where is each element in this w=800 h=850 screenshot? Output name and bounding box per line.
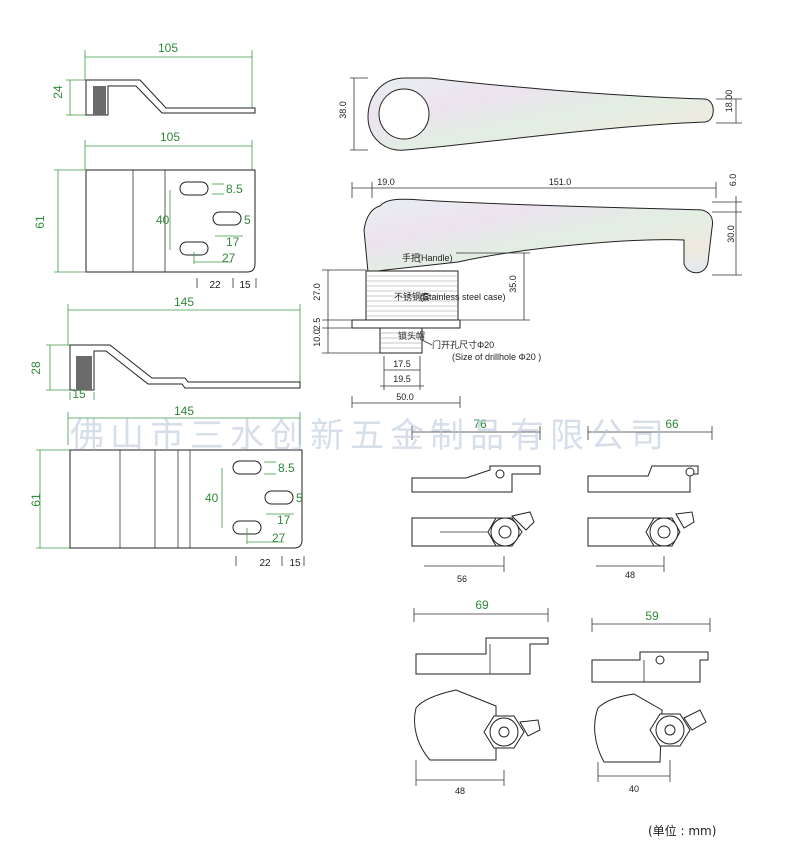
dim-145-top: 145 <box>174 295 194 309</box>
dim-38: 38.0 <box>338 101 348 119</box>
nut-label-cn: 锁头帽 <box>398 330 425 341</box>
bracket-side-view-105: 105 24 <box>51 41 256 116</box>
dim-30: 30.0 <box>726 225 736 243</box>
handle-top-view: 38.0 18.00 <box>338 77 742 151</box>
cam-lock-59: 59 40 <box>591 609 711 794</box>
cam-lock-66: 66 48 <box>587 417 713 580</box>
cam-lock-76: 76 56 <box>411 417 541 584</box>
dim-10: 10.0 <box>312 329 322 347</box>
handle-side-view: 19.0 151.0 6.0 30.0 手把 (Handl <box>312 174 742 408</box>
dim-15-lower: 15 <box>289 558 301 569</box>
drill-label-en: (Size of drillhole Φ20 ) <box>452 352 541 362</box>
dim-105-top: 105 <box>158 41 178 55</box>
dim-6: 6.0 <box>728 174 738 187</box>
dim-50: 50.0 <box>396 392 414 402</box>
drill-label-cn: 门开孔尺寸Φ20 <box>432 339 494 350</box>
dim-151: 151.0 <box>549 177 572 187</box>
dim-15-side: 15 <box>72 387 86 401</box>
dim-76: 76 <box>473 417 487 431</box>
dim-28: 28 <box>29 361 43 375</box>
bracket-side-view-145: 145 28 15 <box>29 295 301 401</box>
dim-40-lower: 40 <box>205 491 219 505</box>
cam-lock-69: 69 48 <box>413 598 549 796</box>
dim-27-0: 27.0 <box>312 283 322 301</box>
unit-note: (单位 : mm) <box>648 824 717 838</box>
dim-18: 18.00 <box>724 90 734 113</box>
bracket-top-view-105: 105 61 8.5 40 5 17 27 22 15 <box>33 130 257 291</box>
dim-56: 56 <box>457 574 467 584</box>
dim-5-lower: 5 <box>296 491 303 505</box>
dim-15-upper: 15 <box>239 280 251 291</box>
dim-17-5: 17.5 <box>393 359 411 369</box>
dim-48-lower: 48 <box>455 786 465 796</box>
dim-61-upper: 61 <box>33 215 47 229</box>
case-label-en: (Stainless steel case) <box>420 292 506 302</box>
dim-22-lower: 22 <box>259 558 271 569</box>
dim-69: 69 <box>475 598 489 612</box>
dim-27-upper: 27 <box>222 251 236 265</box>
dim-40-lock: 40 <box>629 784 639 794</box>
dim-61-lower: 61 <box>29 493 43 507</box>
dim-22-upper: 22 <box>209 280 221 291</box>
dim-35: 35.0 <box>508 275 518 293</box>
dim-2-5: 2.5 <box>312 318 322 331</box>
dim-27-lower: 27 <box>272 531 286 545</box>
dim-145-bottom: 145 <box>174 404 194 418</box>
dim-8-5-lower: 8.5 <box>278 461 295 475</box>
dim-17-lower: 17 <box>277 513 291 527</box>
dim-24: 24 <box>51 85 65 99</box>
dim-105-mid: 105 <box>160 130 180 144</box>
dim-8-5-upper: 8.5 <box>226 182 243 196</box>
handle-label-cn: 手把 <box>402 252 420 263</box>
dim-19-5: 19.5 <box>393 374 411 384</box>
dim-40-upper: 40 <box>156 213 170 227</box>
dim-19: 19.0 <box>377 177 395 187</box>
bracket-top-view-145: 145 61 8.5 40 5 17 27 22 15 <box>29 404 305 569</box>
handle-label-en: (Handle) <box>418 253 453 263</box>
case-label-cn: 不锈钢套 <box>394 291 430 302</box>
dim-59: 59 <box>645 609 659 623</box>
dim-5-upper: 5 <box>244 213 251 227</box>
dim-48-upper: 48 <box>625 570 635 580</box>
dim-66: 66 <box>665 417 679 431</box>
dim-17-upper: 17 <box>226 235 240 249</box>
